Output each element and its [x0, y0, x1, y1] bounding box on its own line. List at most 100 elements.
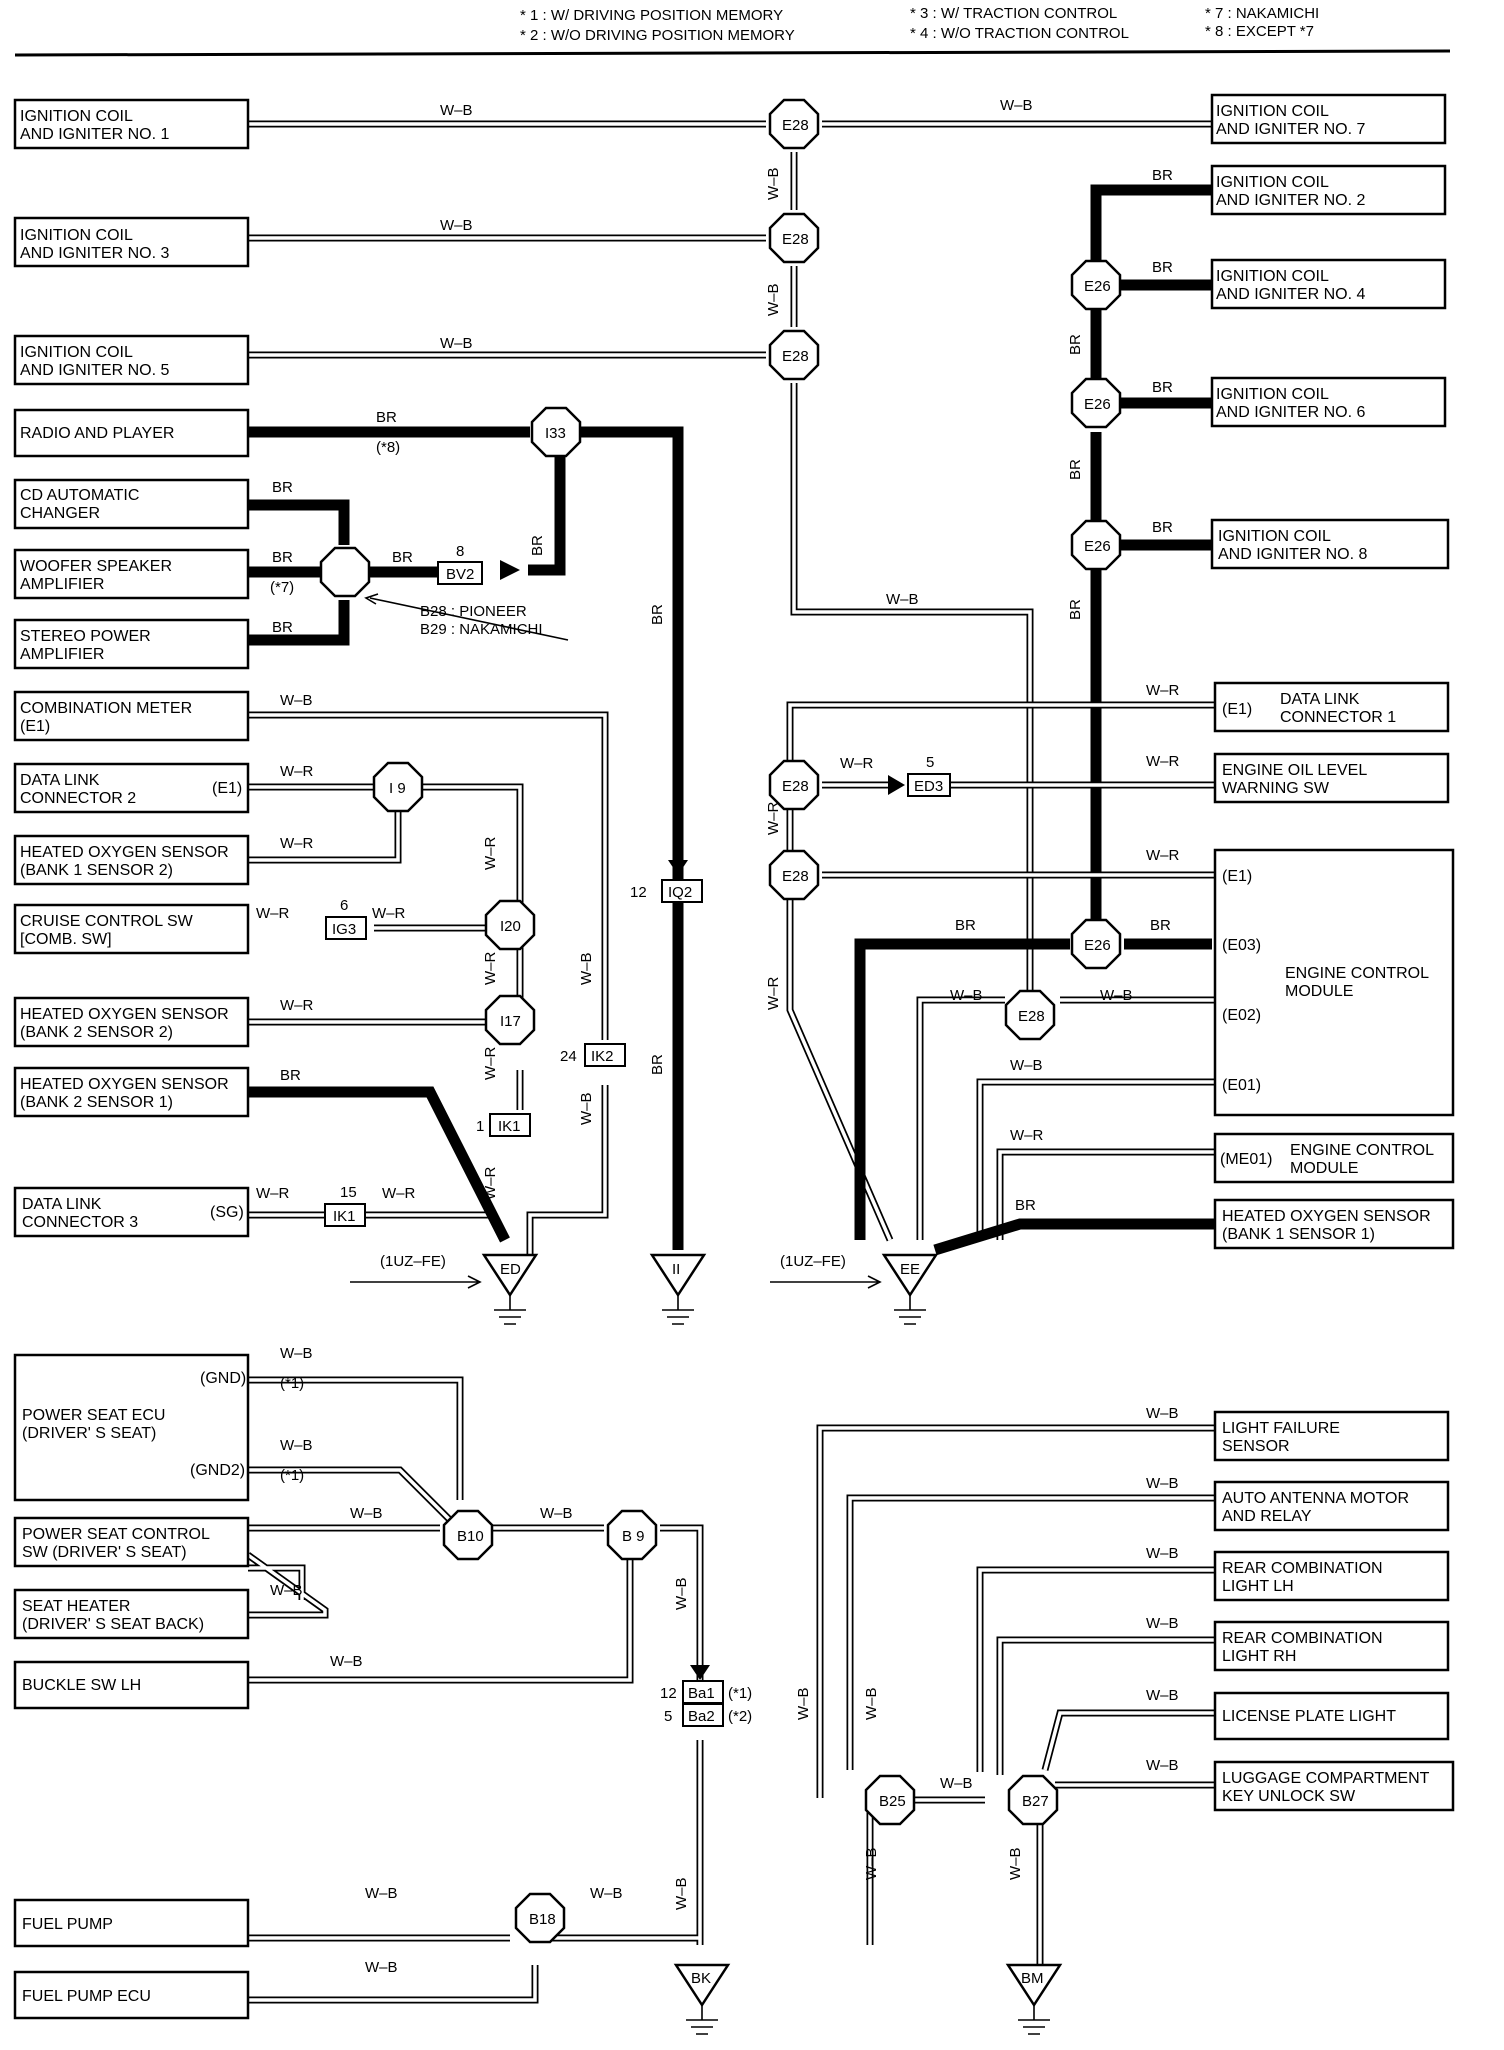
- svg-text:MODULE: MODULE: [1290, 1160, 1358, 1177]
- svg-text:W–R: W–R: [482, 1047, 499, 1081]
- svg-text:W–B: W–B: [350, 1505, 383, 1522]
- svg-text:BR: BR: [649, 1054, 666, 1075]
- svg-text:W–B: W–B: [940, 1775, 973, 1792]
- svg-text:BR: BR: [1067, 599, 1084, 620]
- svg-text:W–B: W–B: [280, 1345, 313, 1362]
- svg-text:AND IGNITER NO. 8: AND IGNITER NO. 8: [1218, 546, 1367, 563]
- svg-text:BR: BR: [649, 604, 666, 625]
- svg-text:AND IGNITER NO. 1: AND IGNITER NO. 1: [20, 126, 169, 143]
- svg-text:W–B: W–B: [1007, 1847, 1024, 1880]
- svg-text:W–B: W–B: [365, 1885, 398, 1902]
- svg-text:BR: BR: [1150, 917, 1171, 934]
- junction-e26-b: E26: [1070, 377, 1122, 429]
- svg-text:(SG): (SG): [210, 1204, 244, 1221]
- svg-text:B 9: B 9: [622, 1528, 645, 1545]
- svg-text:E28: E28: [782, 117, 809, 134]
- svg-text:(*1): (*1): [280, 1375, 304, 1392]
- svg-text:CHANGER: CHANGER: [20, 505, 100, 522]
- svg-text:W–B: W–B: [863, 1687, 880, 1720]
- svg-text:W–R: W–R: [1146, 753, 1180, 770]
- svg-text:W–R: W–R: [280, 835, 314, 852]
- svg-text:W–R: W–R: [765, 977, 782, 1011]
- junction-e28-e: E28: [768, 849, 820, 901]
- svg-text:I17: I17: [500, 1013, 521, 1030]
- junction-audio-splice: [319, 546, 371, 598]
- svg-text:W–R: W–R: [765, 802, 782, 836]
- svg-text:IGNITION COIL: IGNITION COIL: [1216, 386, 1329, 403]
- junction-e28-c: E28: [768, 329, 820, 381]
- svg-text:B28 : PIONEER: B28 : PIONEER: [420, 603, 527, 620]
- svg-text:(BANK 2 SENSOR 1): (BANK 2 SENSOR 1): [20, 1094, 173, 1111]
- svg-text:POWER SEAT ECU: POWER SEAT ECU: [22, 1407, 165, 1424]
- junction-b9: B 9: [606, 1509, 658, 1561]
- svg-text:DATA LINK: DATA LINK: [20, 772, 100, 789]
- svg-text:BR: BR: [272, 619, 293, 636]
- svg-text:W–R: W–R: [382, 1185, 416, 1202]
- svg-text:CD AUTOMATIC: CD AUTOMATIC: [20, 487, 139, 504]
- wire-br-ho2-b2s1: [248, 1086, 510, 1243]
- svg-text:Ba1: Ba1: [688, 1685, 715, 1702]
- svg-text:LIGHT RH: LIGHT RH: [1222, 1648, 1296, 1665]
- svg-text:(BANK 1 SENSOR 2): (BANK 1 SENSOR 2): [20, 862, 173, 879]
- legend-note-1: * 1 : W/ DRIVING POSITION MEMORY: [520, 7, 783, 24]
- junctions: E28 E28 E28 E26 E26 E26 E26 I33 I 9 I20 …: [319, 98, 1122, 1944]
- svg-text:(1UZ–FE): (1UZ–FE): [380, 1253, 446, 1270]
- svg-text:W–R: W–R: [256, 1185, 290, 1202]
- svg-text:IGNITION COIL: IGNITION COIL: [1216, 103, 1329, 120]
- svg-text:E26: E26: [1084, 278, 1111, 295]
- wire-br-audio-splice: [248, 499, 438, 646]
- svg-text:W–B: W–B: [1100, 987, 1133, 1004]
- svg-text:LUGGAGE COMPARTMENT: LUGGAGE COMPARTMENT: [1222, 1770, 1430, 1787]
- svg-text:BR: BR: [272, 479, 293, 496]
- box-ho2-b2s1: HEATED OXYGEN SENSOR(BANK 2 SENSOR 1): [13, 1066, 250, 1118]
- svg-text:BR: BR: [392, 549, 413, 566]
- svg-text:W–B: W–B: [673, 1877, 690, 1910]
- svg-text:KEY UNLOCK SW: KEY UNLOCK SW: [1222, 1788, 1356, 1805]
- svg-text:(GND2): (GND2): [190, 1462, 245, 1479]
- svg-text:W–B: W–B: [1146, 1687, 1179, 1704]
- svg-text:B18: B18: [529, 1911, 556, 1928]
- svg-text:[COMB. SW]: [COMB. SW]: [20, 931, 112, 948]
- svg-text:MODULE: MODULE: [1285, 983, 1353, 1000]
- junction-b10: B10: [442, 1509, 494, 1561]
- svg-text:(E1): (E1): [1222, 701, 1252, 718]
- svg-text:W–B: W–B: [440, 102, 473, 119]
- svg-text:CONNECTOR 3: CONNECTOR 3: [22, 1214, 138, 1231]
- svg-text:BR: BR: [280, 1067, 301, 1084]
- svg-text:IGNITION COIL: IGNITION COIL: [20, 344, 133, 361]
- svg-text:LIGHT FAILURE: LIGHT FAILURE: [1222, 1420, 1340, 1437]
- svg-text:HEATED OXYGEN SENSOR: HEATED OXYGEN SENSOR: [1222, 1208, 1431, 1225]
- svg-text:W–B: W–B: [440, 217, 473, 234]
- wire-left-signals: [248, 711, 609, 1260]
- wire-labels: W–B W–B W–B W–B BR BR BR BR BR (*8) BR B…: [256, 97, 1180, 1976]
- ground-ee: EE: [881, 1253, 939, 1325]
- box-fuel-pump-ecu: FUEL PUMP ECU: [13, 1970, 250, 2020]
- svg-text:(E1): (E1): [20, 718, 50, 735]
- svg-text:W–B: W–B: [280, 1437, 313, 1454]
- svg-text:IGNITION COIL: IGNITION COIL: [20, 108, 133, 125]
- svg-text:I20: I20: [500, 918, 521, 935]
- svg-text:BR: BR: [529, 535, 546, 556]
- svg-text:IGNITION COIL: IGNITION COIL: [1218, 528, 1331, 545]
- svg-text:W–B: W–B: [440, 335, 473, 352]
- junction-e26-d: E26: [1070, 918, 1122, 970]
- svg-text:BR: BR: [1152, 167, 1173, 184]
- svg-text:FUEL PUMP ECU: FUEL PUMP ECU: [22, 1988, 151, 2005]
- junction-e28-d: E28: [768, 759, 820, 811]
- svg-text:W–B: W–B: [540, 1505, 573, 1522]
- box-ho2-b1s2: HEATED OXYGEN SENSOR(BANK 1 SENSOR 2): [13, 834, 250, 886]
- svg-text:SW (DRIVER' S SEAT): SW (DRIVER' S SEAT): [22, 1544, 187, 1561]
- svg-text:W–B: W–B: [1000, 97, 1033, 114]
- svg-text:LIGHT LH: LIGHT LH: [1222, 1578, 1294, 1595]
